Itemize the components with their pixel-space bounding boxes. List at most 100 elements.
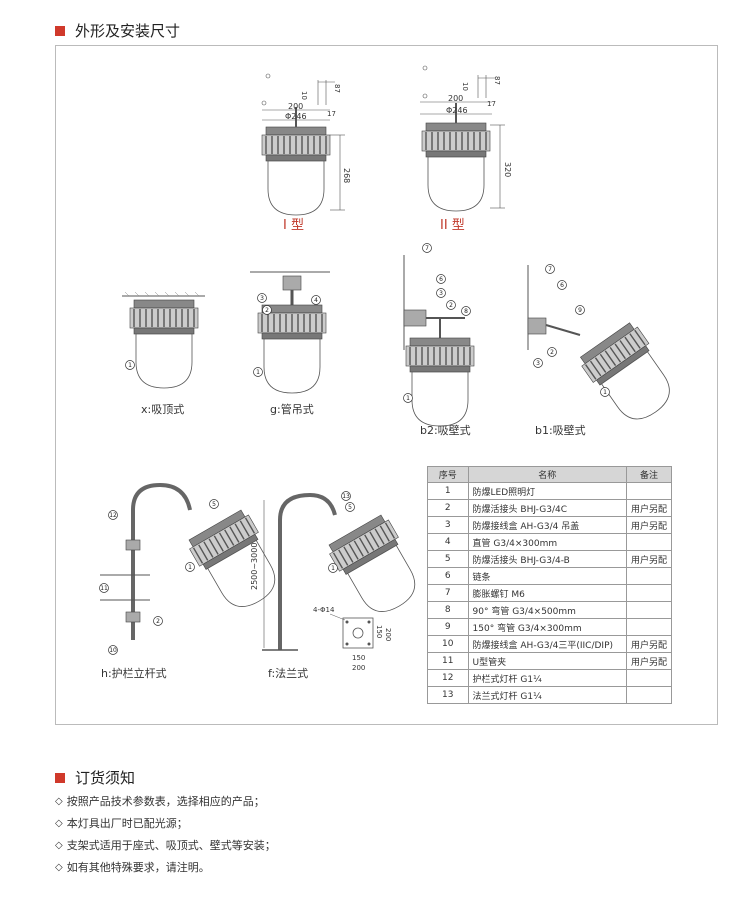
list-item: ◇本灯具出厂时已配光源； (55, 817, 188, 830)
cell-name: 法兰式灯杆 G1¼ (467, 686, 627, 704)
svg-text:13: 13 (342, 493, 350, 500)
cell-remark (625, 601, 673, 619)
col-name: 名称 (467, 466, 627, 483)
cell-remark (625, 567, 673, 585)
installation-diagrams: 200 Φ246 10 87 17 268 200 Φ246 10 87 17 … (99, 65, 685, 672)
type1-dim-17: 17 (327, 110, 336, 118)
svg-text:3: 3 (439, 290, 443, 297)
type2-label: II 型 (440, 218, 465, 233)
svg-text:2: 2 (156, 618, 160, 625)
caption-guardrail: h:护栏立杆式 (101, 667, 167, 680)
cell-remark: 用户另配 (625, 550, 673, 568)
callouts: 1 1 3 2 4 1 7 6 3 2 8 7 6 9 2 3 1 12 5 1… (99, 243, 610, 655)
caption-wall-b1: b1:吸壁式 (535, 424, 586, 437)
cell-name: 链条 (467, 567, 627, 585)
type1-dim-10: 10 (300, 91, 308, 100)
type2-dim-10: 10 (461, 82, 469, 91)
table-header-row: 序号 名称 备注 (427, 466, 673, 483)
svg-text:6: 6 (439, 276, 443, 283)
section-header-ordering: 订货须知 (55, 767, 135, 788)
caption-ceiling: x:吸顶式 (141, 403, 185, 416)
type2-lamp (421, 103, 491, 212)
cell-name: 防爆接线盒 AH-G3/4 吊盖 (467, 516, 627, 534)
section-header-dimensions: 外形及安装尺寸 (55, 20, 180, 41)
ordering-notes: ◇按照产品技术参数表，选择相应的产品； ◇本灯具出厂时已配光源； ◇支架式适用于… (55, 790, 276, 878)
red-square-icon (55, 25, 65, 36)
cell-no: 1 (427, 482, 469, 500)
svg-text:150: 150 (375, 625, 383, 638)
cell-no: 2 (427, 499, 469, 517)
svg-text:8: 8 (464, 308, 468, 315)
type1-dim-87: 87 (333, 84, 341, 93)
red-square-icon (55, 772, 65, 783)
type2-height: 320 (503, 162, 512, 177)
cell-remark: 用户另配 (625, 499, 673, 517)
type2-dim-87: 87 (493, 76, 501, 85)
cell-remark: 用户另配 (625, 652, 673, 670)
svg-text:150: 150 (352, 654, 365, 662)
svg-text:11: 11 (100, 585, 108, 592)
cell-no: 3 (427, 516, 469, 534)
svg-text:7: 7 (548, 266, 552, 273)
svg-text:3: 3 (260, 295, 264, 302)
list-item: ◇支架式适用于座式、吸顶式、壁式等安装； (55, 839, 276, 852)
cell-name: 膨胀螺钉 M6 (467, 584, 627, 602)
svg-text:1: 1 (603, 389, 607, 396)
cell-remark (625, 686, 673, 704)
flange-height: 2500~3000 (250, 543, 259, 590)
cell-no: 13 (427, 686, 469, 704)
diamond-icon: ◇ (55, 795, 63, 807)
cell-no: 4 (427, 533, 469, 551)
cell-name: 防爆接线盒 AH-G3/4三平(IIC/DIP) (467, 635, 627, 653)
cell-name: 90° 弯管 G3/4×500mm (467, 601, 627, 619)
type1-label: I 型 (283, 218, 304, 233)
svg-text:3: 3 (536, 360, 540, 367)
svg-text:1: 1 (406, 395, 410, 402)
guardrail-mount-diagram (100, 482, 290, 640)
cell-no: 9 (427, 618, 469, 636)
wall-mount-b1-diagram (527, 265, 685, 433)
cell-remark (625, 533, 673, 551)
svg-text:9: 9 (578, 307, 582, 314)
cell-remark: 用户另配 (625, 516, 673, 534)
list-item: ◇如有其他特殊要求，请注明。 (55, 861, 210, 874)
cell-name: 防爆LED照明灯 (467, 482, 627, 500)
cell-name: 防爆活接头 BHJ-G3/4-B (467, 550, 627, 568)
flange-holes: 4-Φ14 (313, 606, 335, 614)
svg-text:6: 6 (560, 282, 564, 289)
cell-no: 11 (427, 652, 469, 670)
pendant-mount-diagram (250, 271, 330, 394)
svg-text:1: 1 (128, 362, 132, 369)
cell-remark (625, 618, 673, 636)
type1-height: 268 (342, 168, 351, 183)
svg-text:1: 1 (188, 564, 192, 571)
type2-dim-200: 200 (448, 94, 463, 103)
ceiling-mount-diagram (122, 291, 205, 389)
svg-text:2: 2 (449, 302, 453, 309)
cell-no: 12 (427, 669, 469, 687)
cell-name: 直管 G3/4×300mm (467, 533, 627, 551)
svg-text:1: 1 (256, 369, 260, 376)
diamond-icon: ◇ (55, 861, 63, 873)
type2-dim-phi: Φ246 (446, 106, 468, 115)
svg-text:5: 5 (212, 501, 216, 508)
caption-wall-b2: b2:吸壁式 (420, 424, 471, 437)
caption-pendant: g:管吊式 (270, 403, 314, 416)
cell-no: 7 (427, 584, 469, 602)
cell-remark (625, 584, 673, 602)
cell-name: 150° 弯管 G3/4×300mm (467, 618, 627, 636)
